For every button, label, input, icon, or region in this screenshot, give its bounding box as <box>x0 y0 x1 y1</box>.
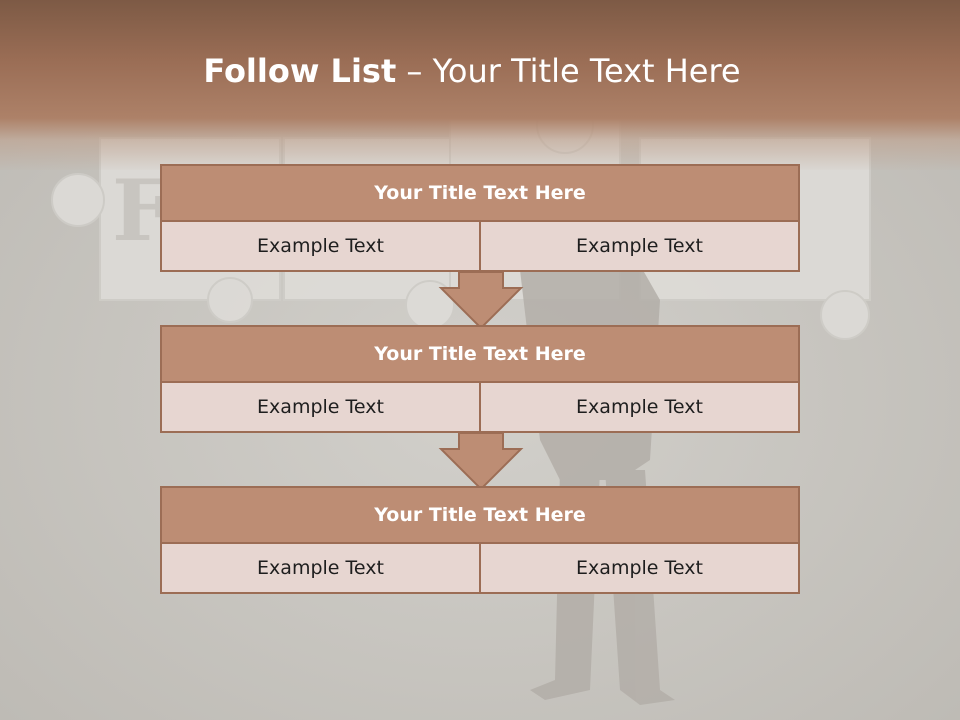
box-cell-left: Example Text <box>162 222 479 270</box>
follow-list-box-3: Your Title Text Here Example Text Exampl… <box>160 486 800 594</box>
box-cell-right: Example Text <box>479 544 798 592</box>
box-row: Example Text Example Text <box>162 544 798 592</box>
box-title: Your Title Text Here <box>162 488 798 544</box>
follow-list-box-2: Your Title Text Here Example Text Exampl… <box>160 325 800 433</box>
box-cell-left: Example Text <box>162 544 479 592</box>
box-title: Your Title Text Here <box>162 166 798 222</box>
follow-list-box-1: Your Title Text Here Example Text Exampl… <box>160 164 800 272</box>
box-row: Example Text Example Text <box>162 222 798 270</box>
slide-title-bold: Follow List <box>203 52 397 90</box>
box-cell-right: Example Text <box>479 222 798 270</box>
slide-title-rest: – Your Title Text Here <box>396 52 741 90</box>
header-band <box>0 0 960 170</box>
down-arrow-icon <box>438 271 524 330</box>
box-cell-right: Example Text <box>479 383 798 431</box>
slide-title: Follow List – Your Title Text Here <box>0 52 944 90</box>
box-row: Example Text Example Text <box>162 383 798 431</box>
down-arrow-icon <box>438 432 524 491</box>
box-title: Your Title Text Here <box>162 327 798 383</box>
box-cell-left: Example Text <box>162 383 479 431</box>
